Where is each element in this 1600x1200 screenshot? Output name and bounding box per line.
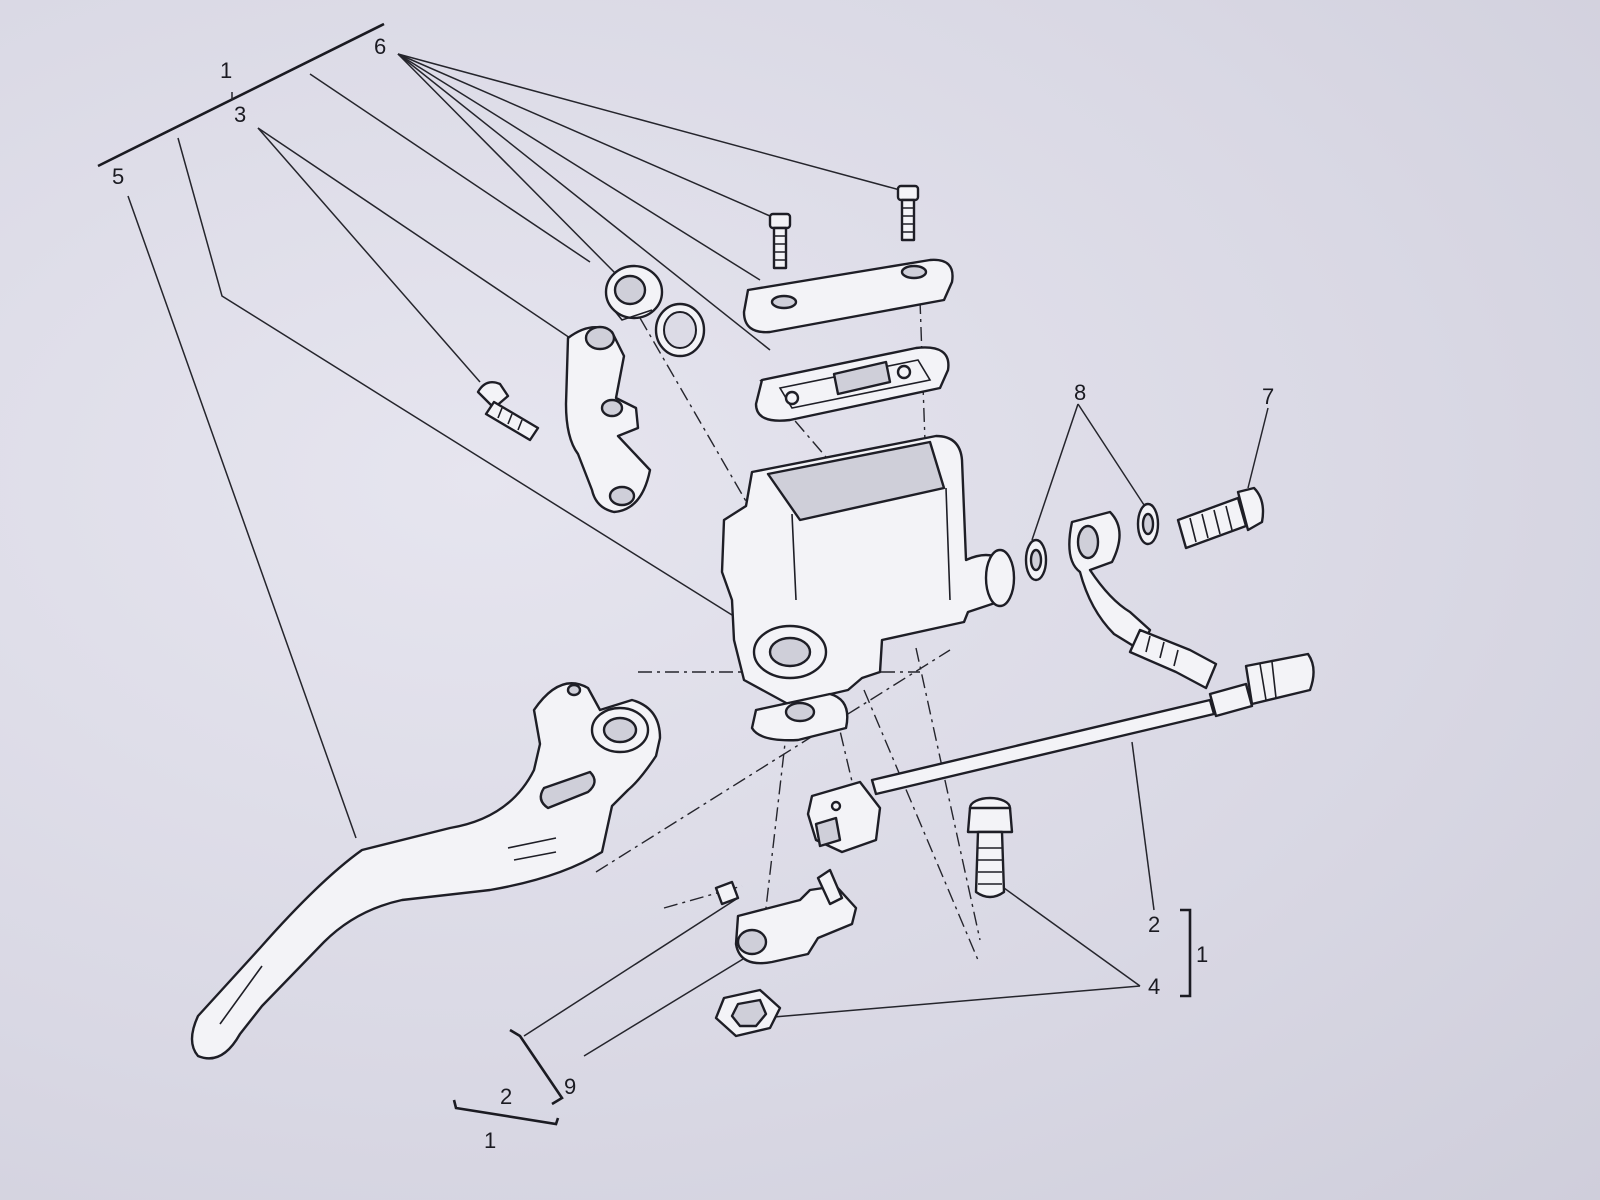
pivot-nut bbox=[714, 988, 782, 1038]
banjo-washer-right bbox=[1136, 502, 1160, 546]
sight-glass-o-ring bbox=[654, 302, 706, 358]
bracket-bottom-9 bbox=[509, 1028, 564, 1106]
callout-2-bottom: 2 bbox=[500, 1084, 512, 1109]
banjo-washer-left bbox=[1024, 538, 1048, 582]
sight-glass bbox=[604, 264, 664, 321]
banjo-bolt bbox=[1176, 486, 1265, 550]
bracket-bottom-group-1 bbox=[452, 1099, 560, 1126]
lever-pivot-bolt bbox=[966, 796, 1014, 899]
callout-5: 5 bbox=[112, 164, 124, 189]
bracket-group-1-top bbox=[97, 22, 385, 168]
handlebar-clamp bbox=[564, 325, 652, 514]
callout-1-right: 1 bbox=[1196, 942, 1208, 967]
set-screw bbox=[714, 880, 740, 906]
callout-4: 4 bbox=[1148, 974, 1160, 999]
leader-lines bbox=[127, 53, 1269, 1057]
reservoir-cover bbox=[742, 258, 954, 334]
reservoir-diaphragm bbox=[754, 346, 950, 422]
callout-1-bottom: 1 bbox=[484, 1128, 496, 1153]
callout-7: 7 bbox=[1262, 384, 1274, 409]
brake-light-switch bbox=[806, 780, 882, 854]
clamp-screw bbox=[476, 381, 540, 442]
cover-screw-right bbox=[896, 184, 920, 242]
callout-2-right: 2 bbox=[1148, 912, 1160, 937]
switch-bracket bbox=[734, 868, 858, 965]
callout-3: 3 bbox=[234, 102, 246, 127]
brake-switch-cable bbox=[870, 652, 1315, 796]
callout-9: 9 bbox=[564, 1074, 576, 1099]
cover-screw-left bbox=[768, 212, 792, 270]
banjo-fitting bbox=[1068, 510, 1218, 690]
callout-1-top: 1 bbox=[220, 58, 232, 83]
callout-8: 8 bbox=[1074, 380, 1086, 405]
bracket-right-group-1 bbox=[1180, 908, 1192, 998]
brake-lever bbox=[190, 682, 662, 1060]
master-cylinder-body bbox=[720, 434, 1016, 742]
callout-6: 6 bbox=[374, 34, 386, 59]
